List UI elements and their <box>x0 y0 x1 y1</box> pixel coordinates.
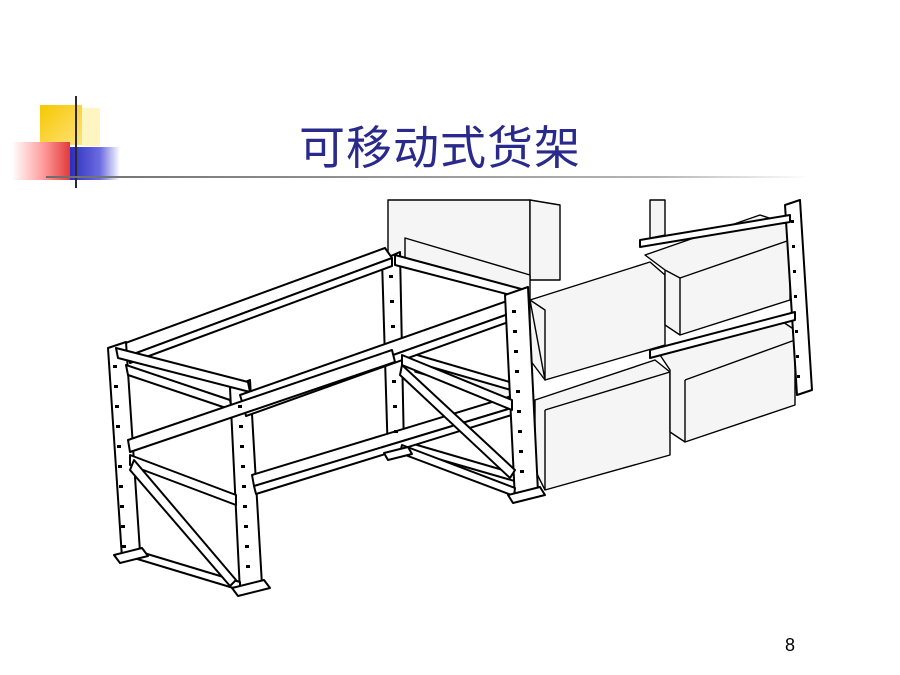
upright-holes <box>113 220 800 568</box>
slide-title: 可移动式货架 <box>299 121 581 175</box>
base-plates <box>113 446 546 597</box>
rear-beams <box>119 247 526 483</box>
page-number: 8 <box>784 635 795 655</box>
corner-squares-logo <box>12 96 810 188</box>
load-boxes <box>387 199 796 491</box>
front-left-frame <box>107 341 263 593</box>
rear-right-upright <box>639 199 813 396</box>
rack-illustration <box>107 199 813 597</box>
